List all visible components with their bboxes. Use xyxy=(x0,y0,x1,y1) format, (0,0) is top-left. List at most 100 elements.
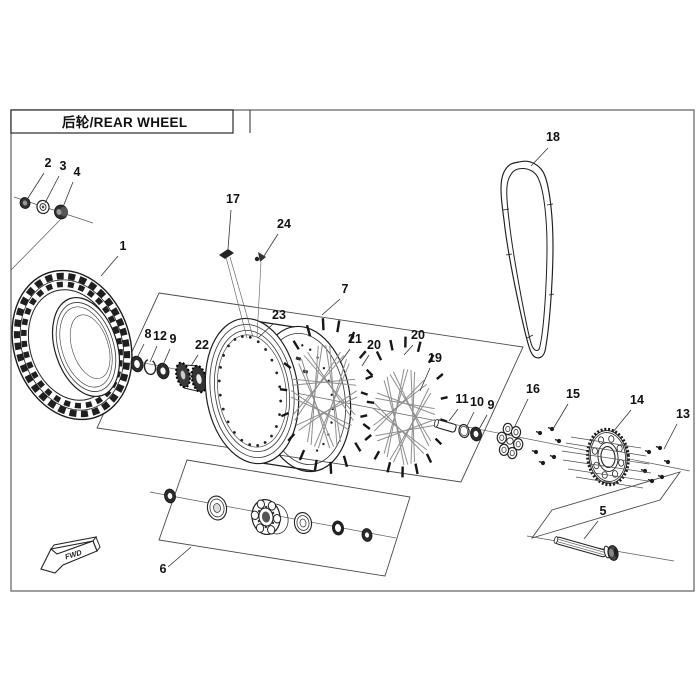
axle-nut-group xyxy=(19,197,69,220)
part-label-11: 11 xyxy=(455,392,468,406)
part-label-13: 13 xyxy=(676,407,690,421)
hub-bearing-right xyxy=(361,528,373,542)
leader-line-7 xyxy=(321,298,341,316)
tire xyxy=(11,269,133,421)
axle-5 xyxy=(553,536,619,561)
hub-group-box xyxy=(158,459,411,577)
part-label-4: 4 xyxy=(74,165,81,179)
leader-line-21 xyxy=(339,348,351,364)
leader-line-11 xyxy=(448,408,459,422)
part-label-12: 12 xyxy=(153,329,167,343)
part-label-21: 21 xyxy=(348,332,362,346)
title-block: 后轮/REAR WHEEL xyxy=(10,109,251,134)
part-label-3: 3 xyxy=(60,159,67,173)
leader-line-18 xyxy=(530,147,549,167)
part-label-20-b: 20 xyxy=(411,328,425,342)
part-label-14: 14 xyxy=(630,393,644,407)
spacer-11 xyxy=(433,418,457,433)
cush-drive-16 xyxy=(496,422,524,460)
leader-line-23 xyxy=(257,323,274,339)
circlip-12 xyxy=(143,358,157,376)
part-label-9-right: 9 xyxy=(488,398,495,412)
rim-spoke-holes-front xyxy=(217,335,283,447)
part-label-16: 16 xyxy=(526,382,540,396)
leader-line-17 xyxy=(227,209,232,250)
leader-line-8 xyxy=(136,343,145,359)
rim-valve-detail xyxy=(295,356,302,361)
leader-line-2 xyxy=(27,172,45,199)
hub-bearing-left xyxy=(164,488,176,504)
title-box xyxy=(10,109,234,134)
hub-oring xyxy=(331,520,345,536)
leader-line-12 xyxy=(149,345,158,363)
spoke-set-front-21 xyxy=(290,344,358,449)
part-label-20-a: 20 xyxy=(367,338,381,352)
spoke-set-rear-19 xyxy=(373,368,436,466)
part-label-9-left: 9 xyxy=(170,332,177,346)
part-label-6: 6 xyxy=(160,562,167,576)
part-label-2: 2 xyxy=(45,156,52,170)
part-label-18: 18 xyxy=(546,130,560,144)
part-label-19: 19 xyxy=(428,351,442,365)
hub-seal-left xyxy=(206,495,228,521)
leader-line-5 xyxy=(583,520,599,540)
sprocket-speed-lines xyxy=(561,436,652,489)
leader-line-20-a xyxy=(361,354,370,367)
tire-bead-opening xyxy=(51,296,121,398)
leader-line-16 xyxy=(513,398,529,429)
part-label-15: 15 xyxy=(566,387,580,401)
seal-8 xyxy=(130,355,144,373)
part-label-8: 8 xyxy=(145,327,152,341)
leader-line-13 xyxy=(663,423,678,450)
leader-line-3 xyxy=(44,175,60,204)
diagram-border xyxy=(10,109,695,592)
rim-lock-17 xyxy=(219,249,234,259)
valve-parts xyxy=(219,249,266,339)
nut-group-pointer-line xyxy=(10,217,63,271)
nut-2 xyxy=(19,197,31,209)
valve-24 xyxy=(258,252,266,262)
leader-line-4 xyxy=(62,181,74,208)
part-label-5: 5 xyxy=(600,504,607,518)
leader-line-9-left xyxy=(161,348,171,368)
leader-line-22 xyxy=(190,354,199,367)
part-label-10: 10 xyxy=(470,395,484,409)
hub-seal-right xyxy=(293,512,313,534)
washer-nut-3 xyxy=(36,199,50,215)
sprocket-nuts-13 xyxy=(640,445,671,484)
hub-assembly-6 xyxy=(164,488,373,542)
axle-head xyxy=(607,545,619,561)
leader-line-19 xyxy=(419,367,431,392)
bearing-9-right xyxy=(470,426,482,442)
part-label-24: 24 xyxy=(277,217,291,231)
leader-line-24 xyxy=(263,233,279,257)
bearing-9-left xyxy=(156,362,170,380)
page-title: 后轮/REAR WHEEL xyxy=(62,114,187,130)
leader-line-10 xyxy=(465,411,475,429)
chain-18 xyxy=(500,160,555,359)
fwd-arrow-face xyxy=(40,540,98,574)
leader-line-1 xyxy=(100,255,119,277)
valve-24-head xyxy=(254,256,260,262)
part-label-7: 7 xyxy=(342,282,349,296)
part-label-17: 17 xyxy=(226,192,240,206)
fwd-arrow: FWD xyxy=(40,535,101,574)
flanged-nut-4 xyxy=(54,204,69,220)
coupling-22 xyxy=(175,361,208,394)
nipple-ring-front-20 xyxy=(279,318,375,474)
sprocket-14 xyxy=(561,427,652,489)
part-label-23: 23 xyxy=(272,308,286,322)
leader-line-9-right xyxy=(477,414,488,432)
leader-line-6 xyxy=(167,546,192,568)
part-label-1: 1 xyxy=(120,239,127,253)
left-bearing-group xyxy=(130,355,170,380)
leader-line-20-b xyxy=(403,344,414,356)
part-label-22: 22 xyxy=(195,338,209,352)
leader-line-15 xyxy=(552,403,569,430)
chain-link-ticks xyxy=(502,203,555,339)
axle-group-box xyxy=(530,471,682,539)
wheel-hub xyxy=(250,498,289,536)
